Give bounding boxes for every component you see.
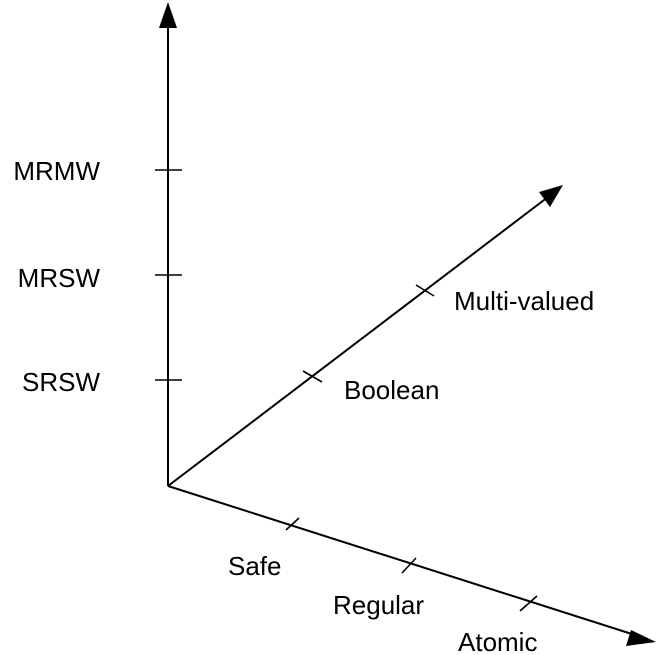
label-multi-valued: Multi-valued (454, 286, 594, 316)
label-atomic: Atomic (458, 627, 537, 655)
horizontal-axis-line (167, 485, 636, 636)
label-safe: Safe (228, 551, 282, 581)
horizontal-axis-tick-atomic (519, 595, 538, 612)
horizontal-axis-arrowhead (626, 630, 656, 646)
label-regular: Regular (333, 590, 424, 620)
horizontal-axis-tick-regular (401, 557, 417, 574)
diagonal-axis-line (167, 196, 549, 487)
vertical-axis-arrowhead (159, 2, 177, 28)
label-mrsw: MRSW (18, 263, 101, 293)
diagonal-axis-arrowhead (539, 185, 563, 207)
label-mrmw: MRMW (13, 156, 100, 186)
diagonal-axis-tick-boolean (302, 370, 323, 383)
horizontal-axis-tick-safe (285, 517, 300, 531)
label-boolean: Boolean (344, 375, 439, 405)
label-srsw: SRSW (22, 367, 100, 397)
diagonal-axis-tick-multivalued (415, 284, 435, 297)
